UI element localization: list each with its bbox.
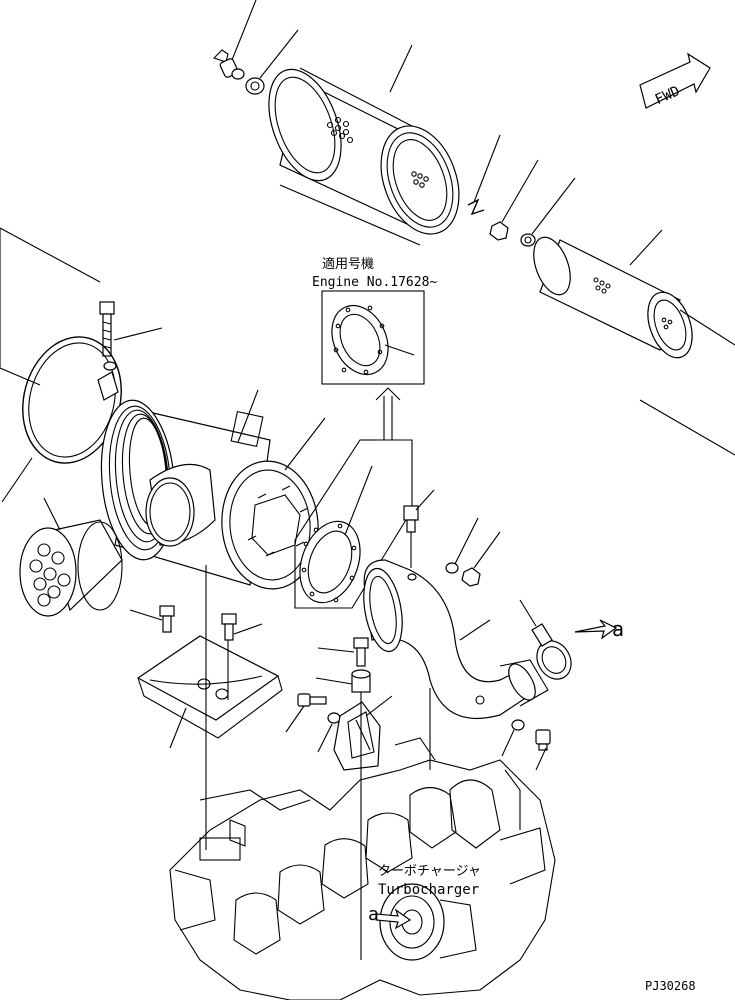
leader-dust-indicator	[415, 489, 435, 511]
leader-safety-element	[43, 497, 61, 531]
cover-gasket	[294, 439, 413, 609]
inner-filter-element	[533, 236, 693, 359]
leader-washer-right	[531, 177, 576, 235]
leader-gasket	[344, 465, 373, 536]
hose-clamp	[531, 623, 572, 680]
guide-line-right-2	[639, 399, 735, 456]
leader-nut-elbow	[473, 531, 501, 569]
guide-line-left-1	[0, 227, 101, 283]
ref-label-a-right: a	[612, 617, 624, 641]
support-stand	[333, 701, 381, 771]
hex-nut-right-1	[489, 221, 509, 241]
turbocharger-label-jp: ターボチャージャ	[378, 864, 481, 879]
leader-mounting-bracket	[169, 707, 187, 749]
hex-nut-top	[245, 77, 265, 95]
leader-bolt-mount-right	[233, 623, 263, 635]
leader-intake-elbow	[459, 619, 491, 641]
band-clamp	[22, 336, 122, 464]
bolt-side	[297, 693, 327, 707]
safety-element	[19, 519, 123, 617]
leader-hex-nut-right-1	[501, 159, 539, 223]
fwd-arrow: FWD	[639, 52, 711, 109]
turbocharger	[379, 883, 477, 961]
air-cleaner-body	[100, 399, 319, 590]
leader-band-clamp	[1, 457, 33, 503]
leader-body-label	[237, 389, 259, 443]
ref-arrow-a-right	[574, 619, 618, 640]
leader-hex-nut-top	[259, 29, 299, 79]
bolt-mount-right	[221, 613, 237, 641]
bolt-mount-left	[159, 605, 175, 633]
dust-indicator	[403, 505, 419, 568]
washer-right	[520, 233, 536, 247]
spacer-collar	[351, 669, 371, 693]
bolt-lower-right	[535, 729, 551, 751]
leader-wing-nut	[231, 0, 257, 61]
ref-arrow-a-lower	[375, 908, 412, 930]
mounting-bracket	[136, 635, 283, 739]
leader-bolt-lower-right	[535, 747, 547, 771]
nut-elbow	[461, 567, 481, 587]
guide-line-right-1	[679, 309, 735, 346]
spring-clip	[467, 198, 485, 216]
leader-washer-elbow	[454, 517, 479, 565]
leader-bolt-side	[285, 705, 305, 733]
leader-bolt-stand	[317, 647, 355, 653]
leader-hose-clamp	[519, 599, 537, 627]
leader-outer-element	[389, 44, 413, 93]
drawing-code: PJ30268	[645, 979, 696, 993]
wing-nut	[212, 49, 245, 80]
applicability-box	[321, 290, 425, 385]
washer-side	[327, 712, 341, 724]
leader-spacer-collar	[315, 677, 353, 685]
leader-inner-element	[629, 229, 663, 266]
turbocharger-label-en: Turbocharger	[378, 882, 479, 898]
double-arrow-up	[375, 387, 401, 440]
washer-lower-right	[511, 719, 525, 731]
outer-filter-element	[268, 67, 460, 246]
leader-clamp-bolt	[113, 327, 163, 341]
leader-washer-lower-right	[501, 729, 515, 757]
ref-label-a-lower: a	[368, 904, 379, 925]
leader-bolt-mount-left	[129, 609, 163, 621]
leader-washer-side	[317, 723, 333, 753]
leader-spring-clip	[473, 134, 501, 203]
leader-support-stand	[365, 695, 393, 717]
washer-elbow	[445, 562, 459, 574]
applicability-heading: 適用号機	[322, 256, 374, 272]
intake-elbow	[363, 559, 549, 719]
engine-number: Engine No.17628~	[312, 275, 437, 290]
engine-block	[169, 737, 556, 1000]
bolt-stand	[353, 637, 369, 667]
leader-body	[284, 417, 326, 471]
clamp-bolt	[99, 301, 115, 357]
